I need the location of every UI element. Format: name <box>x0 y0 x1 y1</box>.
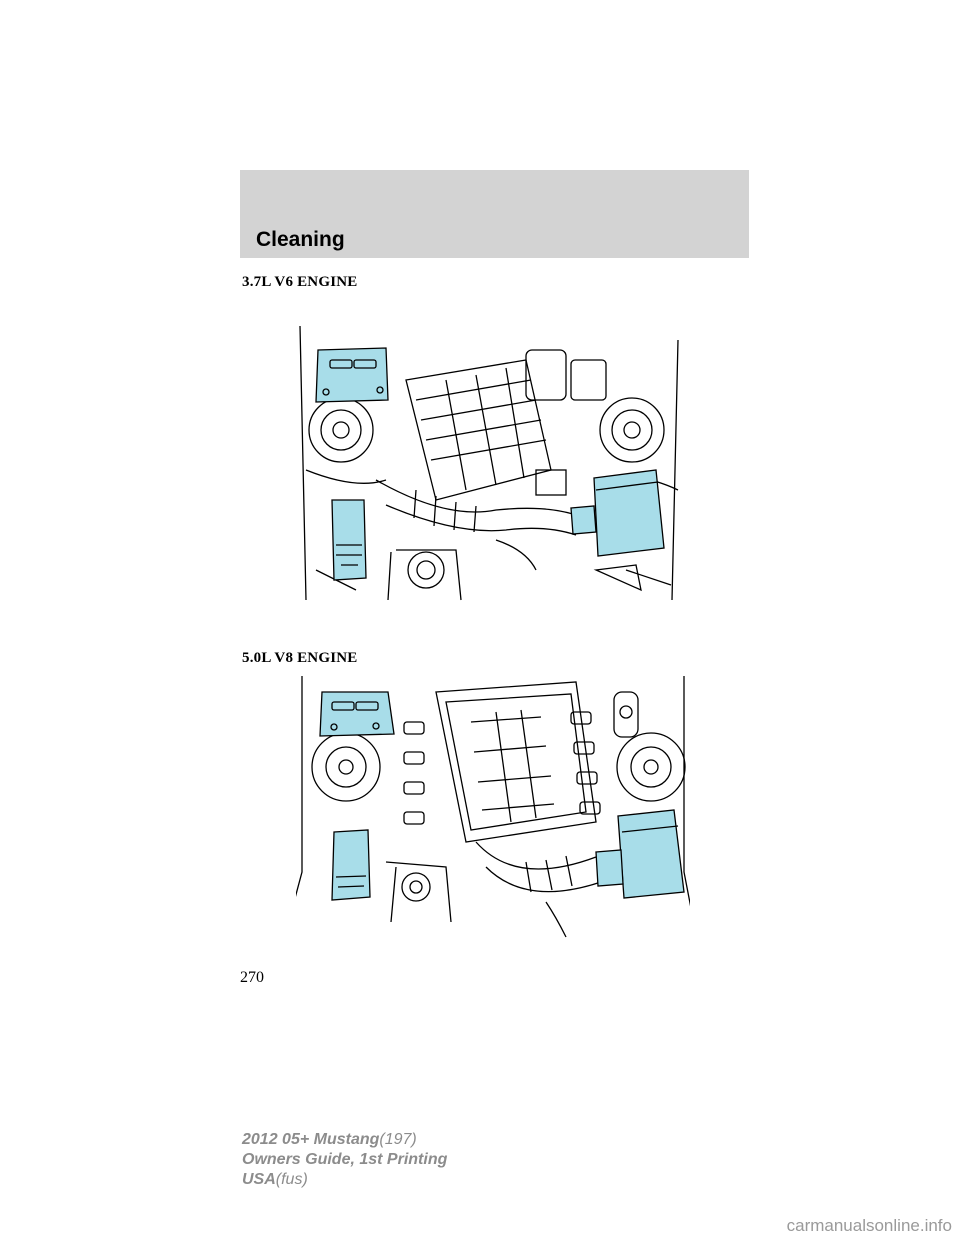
page-number: 270 <box>240 969 264 986</box>
section-header-band: Cleaning <box>240 170 749 258</box>
footer-line-2: Owners Guide, 1st Printing <box>242 1151 448 1168</box>
footer-model: 2012 05+ Mustang <box>242 1131 380 1148</box>
section-title: Cleaning <box>256 228 345 251</box>
footer-line-1: 2012 05+ Mustang(197) <box>242 1130 447 1150</box>
figure-heading-v6: 3.7L V6 ENGINE <box>242 274 358 290</box>
print-footer: 2012 05+ Mustang(197) Owners Guide, 1st … <box>242 1130 447 1190</box>
figure-heading-v8: 5.0L V8 ENGINE <box>242 650 358 666</box>
watermark: carmanualsonline.info <box>786 1216 952 1235</box>
footer-model-code: (197) <box>379 1131 417 1148</box>
engine-v8-illustration <box>296 672 690 944</box>
footer-region-code: (fus) <box>275 1171 308 1188</box>
footer-region: USA <box>242 1171 276 1188</box>
engine-v6-illustration <box>296 320 682 602</box>
footer-line-3: USA(fus) <box>242 1170 447 1190</box>
